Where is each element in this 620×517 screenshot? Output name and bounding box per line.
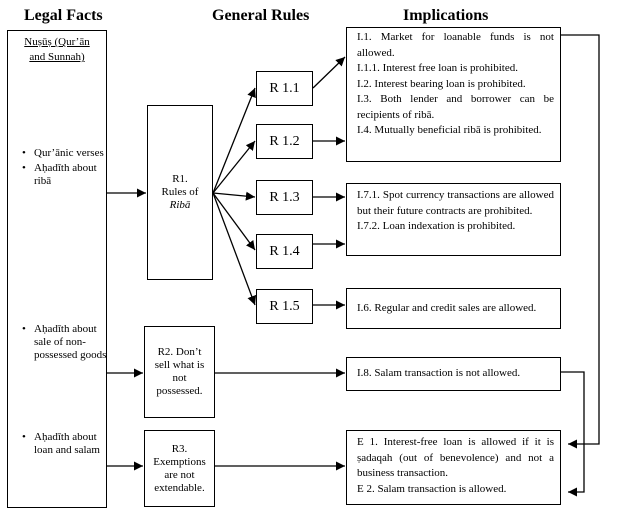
subrule-r1-5-box: R 1.5 bbox=[256, 289, 313, 324]
subrule-label: R 1.2 bbox=[269, 133, 300, 149]
header-general-rules: General Rules bbox=[212, 7, 310, 24]
list-item: Aḥadīth about ribā bbox=[22, 162, 110, 188]
legal-facts-box: Nuṣūṣ (Qur’ān and Sunnah) Qur’ānic verse… bbox=[7, 30, 107, 508]
subrule-label: R 1.1 bbox=[269, 80, 300, 96]
implications-box-1: I.1. Market for loanable funds is not al… bbox=[346, 27, 561, 162]
subrule-label: R 1.5 bbox=[269, 298, 300, 314]
implication-i1: I.1. Market for loanable funds is not al… bbox=[357, 31, 554, 59]
implication-i6: I.6. Regular and credit sales are allowe… bbox=[357, 301, 537, 314]
rule-r2-text: R2. Don’t sell what is not possessed. bbox=[154, 346, 205, 397]
list-item: Aḥadīth about sale of non-possessed good… bbox=[22, 323, 110, 362]
implications-box-3: I.6. Regular and credit sales are allowe… bbox=[346, 288, 561, 329]
implications-box-5: E 1. Interest-free loan is allowed if it… bbox=[346, 430, 561, 505]
implication-i1-1: I.1.1. Interest free loan is prohibited. bbox=[357, 62, 518, 74]
subrule-r1-1-box: R 1.1 bbox=[256, 71, 313, 106]
arrow-r1-to-r1-3 bbox=[212, 191, 256, 201]
subrule-label: R 1.3 bbox=[269, 189, 300, 205]
implication-i8: I.8. Salam transaction is not allowed. bbox=[357, 367, 521, 380]
arrow-r1-1-to-implications bbox=[312, 56, 346, 89]
nusus-label: Nuṣūṣ (Qur’ān and Sunnah) bbox=[8, 35, 106, 65]
rule-r2-box: R2. Don’t sell what is not possessed. bbox=[144, 326, 215, 418]
implications-box-2: I.7.1. Spot currency transactions are al… bbox=[346, 183, 561, 256]
rule-r1-line-3: Ribā bbox=[169, 199, 191, 211]
arrow-r1-to-r1-5 bbox=[212, 192, 257, 306]
implication-e1: E 1. Interest-free loan is allowed if it… bbox=[357, 436, 554, 479]
nusus-line-1: Nuṣūṣ (Qur’ān bbox=[24, 36, 90, 48]
legal-facts-group-sale: Aḥadīth about sale of non-possessed good… bbox=[22, 323, 110, 364]
arrow-i1-to-e1 bbox=[561, 34, 600, 449]
rule-r3-box: R3. Exemptions are not extendable. bbox=[144, 430, 215, 507]
legal-facts-group-riba: Qur’ānic verses Aḥadīth about ribā bbox=[22, 147, 110, 190]
implication-e2: E 2. Salam transaction is allowed. bbox=[357, 482, 507, 495]
list-item: Aḥadīth about loan and salam bbox=[22, 431, 110, 457]
nusus-line-2: and Sunnah) bbox=[29, 51, 85, 63]
arrow-i8-to-e2 bbox=[561, 371, 585, 497]
subrule-r1-2-box: R 1.2 bbox=[256, 124, 313, 159]
rule-r1-box: R1. Rules of Ribā bbox=[147, 105, 213, 280]
arrow-r1-to-r1-4 bbox=[212, 192, 256, 251]
implication-i3: I.3. Both lender and borrower can be rec… bbox=[357, 93, 554, 121]
implication-i2: I.2. Interest bearing loan is prohibited… bbox=[357, 77, 526, 90]
rule-r1-line-1: R1. bbox=[172, 173, 188, 185]
header-implications: Implications bbox=[403, 7, 489, 24]
arrow-r1-to-r1-1 bbox=[212, 87, 256, 194]
implications-box-4: I.8. Salam transaction is not allowed. bbox=[346, 357, 561, 391]
implication-i7-1: I.7.1. Spot currency transactions are al… bbox=[357, 189, 554, 217]
legal-facts-group-loan: Aḥadīth about loan and salam bbox=[22, 431, 110, 459]
subrule-label: R 1.4 bbox=[269, 243, 300, 259]
header-legal-facts: Legal Facts bbox=[24, 7, 103, 24]
implication-i7-2: I.7.2. Loan indexation is prohibited. bbox=[357, 220, 516, 232]
list-item: Qur’ānic verses bbox=[22, 147, 110, 160]
subrule-r1-3-box: R 1.3 bbox=[256, 180, 313, 215]
subrule-r1-4-box: R 1.4 bbox=[256, 234, 313, 269]
rule-r3-text: R3. Exemptions are not extendable. bbox=[153, 442, 206, 494]
arrow-r1-to-r1-2 bbox=[212, 140, 256, 194]
rule-r1-line-2: Rules of bbox=[161, 186, 199, 198]
implication-i4: I.4. Mutually beneficial ribā is prohibi… bbox=[357, 124, 542, 136]
